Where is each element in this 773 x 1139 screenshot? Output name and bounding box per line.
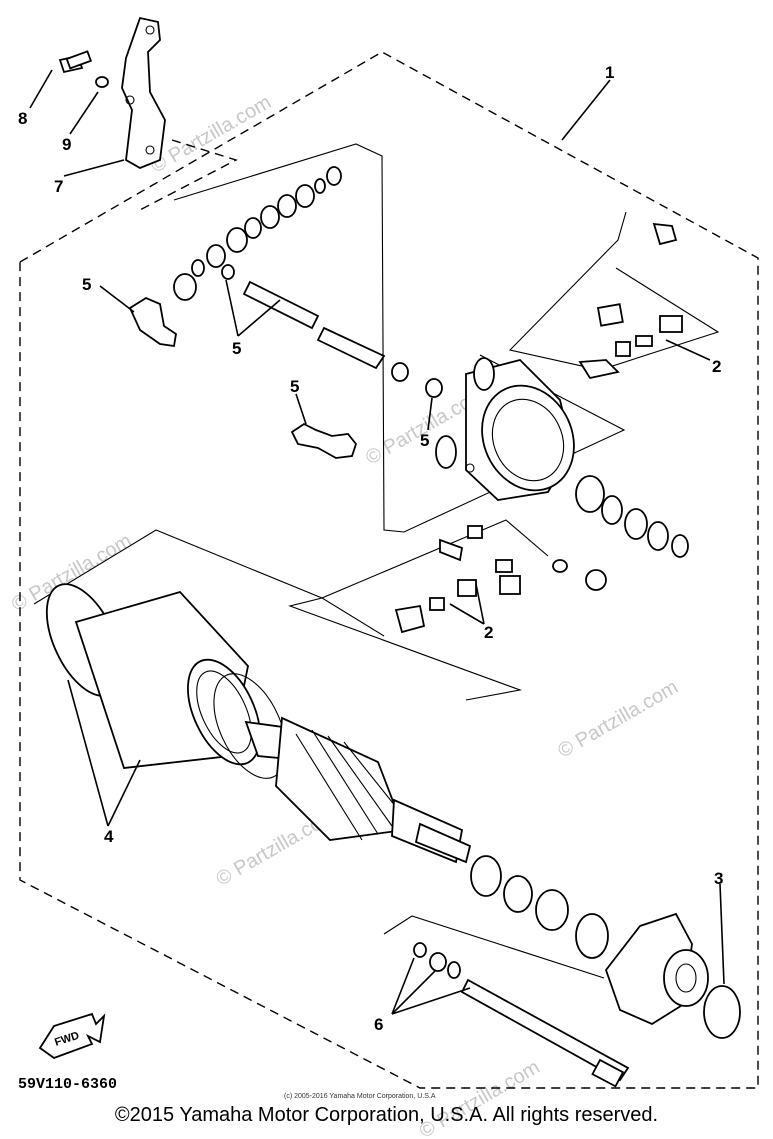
brush-holder-parts-lower [394,525,521,634]
assembly-boundary [19,51,759,1089]
yoke-housing [45,583,287,779]
terminal-bolt [242,280,443,398]
yoke-box [33,529,523,701]
small-parts [413,942,461,979]
terminal-cap-upper [128,296,177,348]
brush-holder-parts-right [578,222,683,380]
end-washers [552,475,689,591]
mounting-bracket [58,16,166,169]
callout-2-upper: 2 [712,357,721,376]
callout-5-a: 5 [82,275,91,294]
callout-6: 6 [374,1015,383,1034]
end-cover [435,357,575,501]
fwd-arrow-icon: FWD [38,1012,106,1060]
brush-holder-box-lower [320,519,549,637]
callout-7: 7 [54,177,63,196]
drive-end-washers [470,855,609,959]
upper-washers [173,166,342,301]
terminal-cap-lower [290,422,358,459]
through-bolt [460,978,630,1088]
small-parts-box [383,915,605,979]
callout-9: 9 [62,135,71,154]
callout-2-lower: 2 [484,623,493,642]
watermark-5: © Partzilla.com [554,676,682,762]
callout-4: 4 [104,827,114,846]
leader-lines [29,69,725,1015]
upper-parts-box [173,143,626,533]
brush-holder-box-right [508,211,720,371]
callout-8: 8 [18,109,27,128]
bracket-boundary [135,139,238,213]
callout-5-b: 5 [232,339,241,358]
watermark-1: © Partzilla.com [147,91,275,177]
o-ring [703,985,741,1039]
callout-3: 3 [714,869,723,888]
callout-1: 1 [605,63,614,82]
callout-5-d: 5 [420,431,429,450]
footer-copyright: ©2015 Yamaha Motor Corporation, U.S.A. A… [114,1104,659,1126]
armature [244,716,472,864]
callout-5-c: 5 [290,377,299,396]
drawing-code: 59V110-6360 [18,1076,117,1093]
small-copyright: (c) 2005-2016 Yamaha Motor Corporation, … [284,1093,436,1100]
drive-end-cover [604,912,709,1026]
